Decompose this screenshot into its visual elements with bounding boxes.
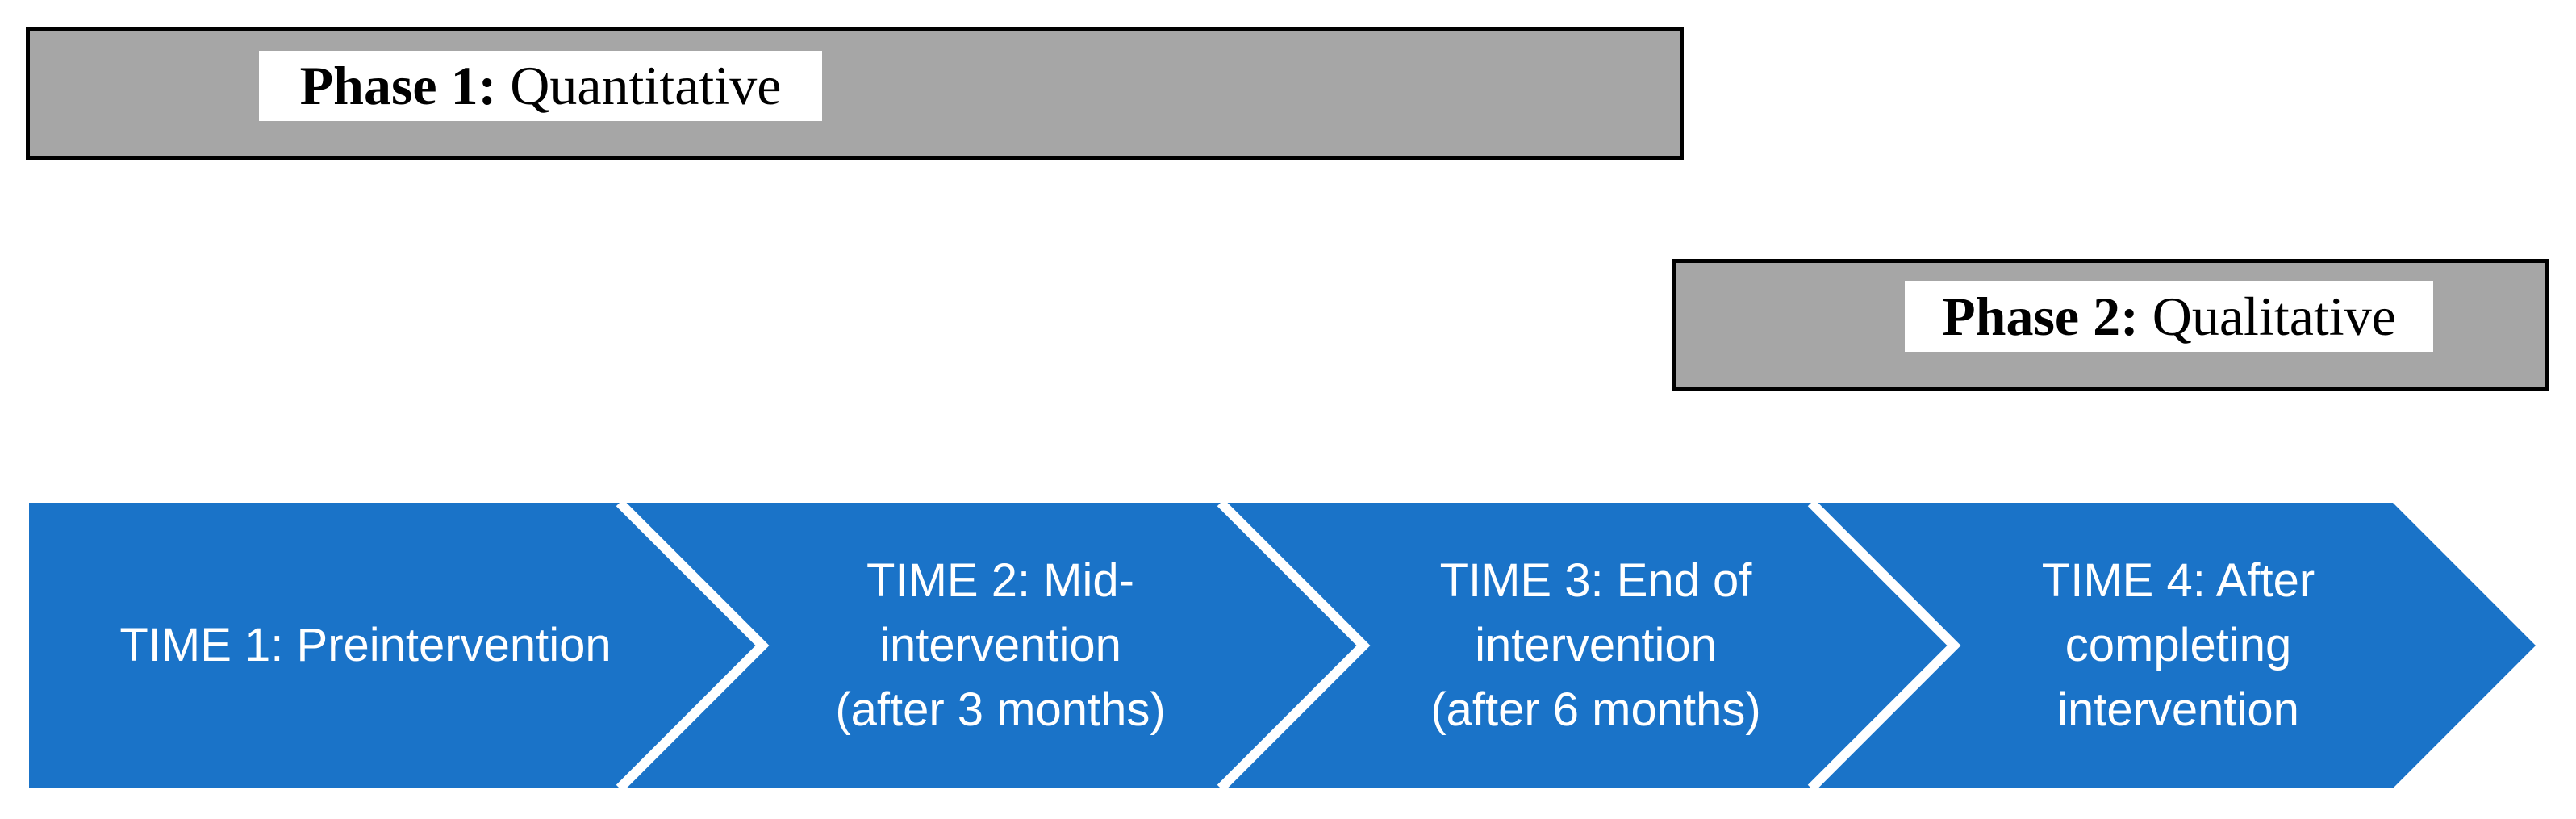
timeline-segment-2-label: TIME 2: Mid- intervention (after 3 month… xyxy=(835,554,1166,736)
phase2-label-prefix: Phase 2: xyxy=(1942,286,2139,347)
phase1-label: Phase 1: Quantitative xyxy=(259,51,822,121)
chevron-separator-1 xyxy=(616,499,770,792)
timeline-segment-3-label: TIME 3: End of intervention (after 6 mon… xyxy=(1430,554,1761,736)
timeline-arrow-shape xyxy=(29,503,2536,788)
phase2-label-name: Qualitative xyxy=(2152,286,2396,347)
chevron-separator-3 xyxy=(1807,499,1961,792)
chevron-separator-2 xyxy=(1217,499,1371,792)
phase2-label: Phase 2: Qualitative xyxy=(1905,281,2433,352)
phase1-label-name: Quantitative xyxy=(510,55,782,116)
phase1-label-prefix: Phase 1: xyxy=(299,55,497,116)
timeline-segment-1-label: TIME 1: Preintervention xyxy=(119,619,612,671)
timeline-segment-4-label: TIME 4: After completing intervention xyxy=(2041,554,2315,736)
